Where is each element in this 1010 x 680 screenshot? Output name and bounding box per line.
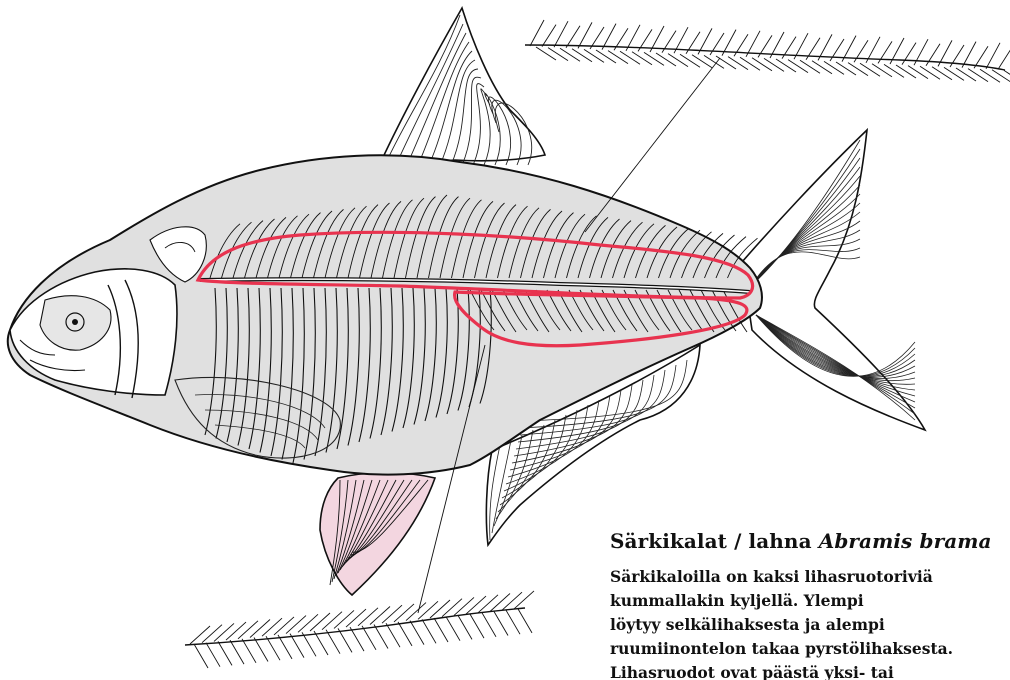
caption-line: Särkikaloilla on kaksi lihasruotoriviä — [610, 565, 1008, 589]
caption-line: Lihasruodot ovat päästä yksi- tai — [610, 661, 1008, 680]
pelvic-fin — [320, 473, 435, 595]
caption-line: kummallakin kyljellä. Ylempi — [610, 589, 1008, 613]
caption-line: ruumiinontelon takaa pyrstölihaksesta. — [610, 637, 1008, 661]
caption-title-common: Särkikalat / lahna — [610, 529, 819, 553]
caption-line: löytyy selkälihaksesta ja alempi — [610, 613, 1008, 637]
intermuscular-bone-detail-lower — [185, 591, 534, 668]
dorsal-fin — [378, 8, 545, 168]
caption-body: Särkikaloilla on kaksi lihasruotoriviä k… — [610, 565, 1008, 680]
caption-title-latin: Abramis brama — [819, 529, 992, 553]
caption-title: Särkikalat / lahna Abramis brama — [610, 527, 1008, 555]
intermuscular-bone-detail-upper — [525, 20, 1010, 83]
caption-block: Särkikalat / lahna Abramis brama Särkika… — [610, 527, 1008, 680]
caudal-fin — [742, 130, 925, 430]
